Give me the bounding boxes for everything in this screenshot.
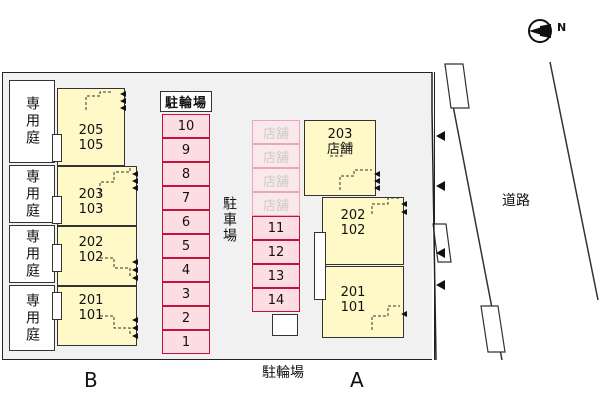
compass-icon — [528, 19, 552, 43]
sidewalk-block — [432, 223, 452, 263]
door-slot — [52, 292, 62, 320]
bicycle-slot: 9 — [162, 138, 210, 162]
bicycle-slot: 6 — [162, 210, 210, 234]
door-slot — [314, 232, 326, 300]
unit-202-102: 202 102 — [57, 226, 137, 286]
unit-201-101-a: 201 101 — [322, 266, 404, 338]
private-garden-202: 専用庭 — [9, 225, 55, 283]
bicycle-slot: 5 — [162, 234, 210, 258]
shop-slot: 店舗 — [252, 120, 300, 144]
bicycle-slot: 7 — [162, 186, 210, 210]
road-edge-right — [549, 61, 599, 301]
bicycle-parking-bottom-label: 駐輪場 — [262, 365, 304, 381]
door-slot — [52, 196, 62, 224]
unit-203-103: 203 103 — [57, 166, 137, 226]
private-garden-203: 専用庭 — [9, 165, 55, 223]
shop-slot: 店舗 — [252, 192, 300, 216]
entrance-arrow-icon — [436, 131, 445, 290]
door-slot — [52, 134, 62, 162]
road-edge-left — [444, 63, 503, 361]
car-slot: 13 — [252, 264, 300, 288]
shop-slot: 店舗 — [252, 144, 300, 168]
shop-slot: 店舗 — [252, 168, 300, 192]
compass: N — [524, 14, 574, 48]
bicycle-slot: 1 — [162, 330, 210, 354]
bicycle-slot: 3 — [162, 282, 210, 306]
bicycle-slot: 8 — [162, 162, 210, 186]
bicycle-slot: 2 — [162, 306, 210, 330]
private-garden-205: 専用庭 — [9, 80, 55, 163]
sidewalk-block — [444, 63, 470, 109]
bicycle-parking-label: 駐輪場 — [160, 91, 212, 112]
building-a-label: A — [350, 368, 364, 392]
compass-north-label: N — [557, 21, 567, 34]
unit-202-102-a: 202 102 — [322, 197, 404, 265]
bicycle-slot: 10 — [162, 114, 210, 138]
site-lot-edge — [430, 72, 435, 360]
car-slot: 14 — [252, 288, 300, 312]
bicycle-slot: 4 — [162, 258, 210, 282]
private-garden-201: 専用庭 — [9, 285, 55, 351]
unit-203-shop: 203 店舗 — [304, 120, 376, 196]
sidewalk-block — [480, 305, 506, 353]
building-b-label: B — [84, 368, 98, 392]
door-slot — [52, 244, 62, 272]
car-slot: 12 — [252, 240, 300, 264]
unit-201-101: 201 101 — [57, 286, 137, 346]
car-parking-label: 駐車場 — [221, 196, 237, 244]
car-slot: 11 — [252, 216, 300, 240]
unit-205-105: 205 105 — [57, 88, 125, 166]
road-label: 道路 — [502, 193, 530, 209]
bicycle-parking-box — [272, 314, 298, 336]
